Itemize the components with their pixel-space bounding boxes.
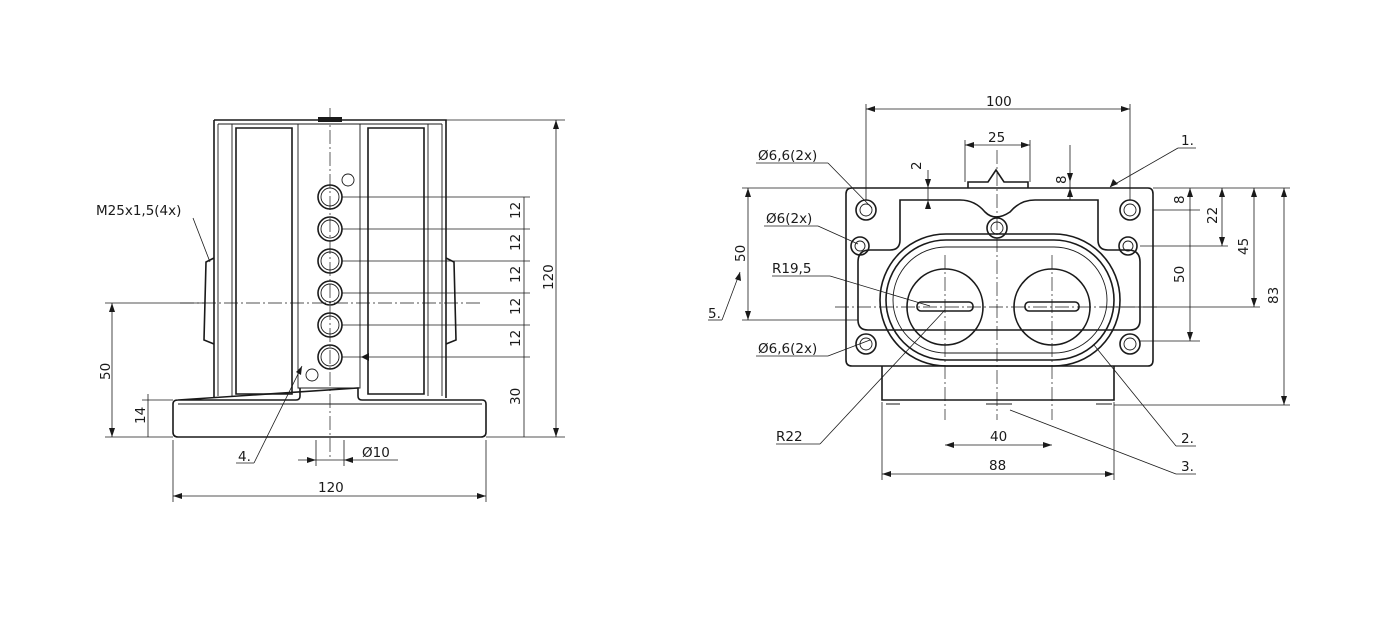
top-lug (967, 168, 1029, 188)
dim-right-83: 83 (1266, 287, 1282, 304)
dim-centers-40: 40 (990, 429, 1007, 445)
mounting-holes (850, 199, 1141, 355)
dim-lug-height: 8 (1054, 175, 1070, 184)
dim-lower-offset: 30 (508, 388, 524, 405)
side-arrows (109, 120, 559, 499)
dim-pitch-1: 12 (508, 202, 524, 219)
top-arrows (735, 106, 1287, 477)
dim-base-thickness: 14 (133, 407, 149, 424)
dim-hole-mid: Ø6(2x) (766, 211, 812, 227)
dim-width-100: 100 (986, 94, 1012, 110)
dim-right-8: 8 (1172, 195, 1188, 204)
housing-edges (217, 123, 443, 396)
dim-width-120: 120 (318, 480, 344, 496)
side-view: M25x1,5(4x) 120 120 Ø10 50 14 12 12 12 1… (96, 108, 565, 502)
dim-pitch-3: 12 (508, 266, 524, 283)
dim-bore: Ø10 (362, 445, 390, 461)
housing-right-panel (367, 127, 425, 395)
callout-4: 4. (238, 449, 251, 465)
body-outline (845, 187, 1154, 367)
dim-right-50: 50 (1172, 266, 1188, 283)
dim-hole-lower: Ø6,6(2x) (758, 341, 817, 357)
dim-axis-height: 50 (98, 363, 114, 380)
oval-recess-mid (885, 239, 1115, 361)
dim-radius-inner: R19,5 (772, 261, 811, 277)
thread-callout: M25x1,5(4x) (96, 203, 181, 219)
dim-radius-outer: R22 (776, 429, 803, 445)
callout-3: 3. (1181, 459, 1194, 475)
dim-right-22: 22 (1205, 207, 1221, 224)
dim-hole-upper: Ø6,6(2x) (758, 148, 817, 164)
pitch-leaders (342, 119, 565, 438)
housing-left-panel (235, 127, 293, 395)
base-outline (881, 366, 1115, 401)
gland-right (445, 257, 457, 345)
inner-contour (857, 199, 1141, 331)
callout-2: 2. (1181, 431, 1194, 447)
callout-5: 5. (708, 306, 721, 322)
center-channel (297, 124, 361, 389)
callout-1: 1. (1181, 133, 1194, 149)
gland-left (203, 257, 215, 345)
top-dims (708, 104, 1290, 480)
dim-base-88: 88 (989, 458, 1006, 474)
oval-recess-outer (879, 233, 1121, 367)
dim-slot-width: 25 (988, 130, 1005, 146)
dim-vertical-50-left: 50 (733, 245, 749, 262)
dim-right-45: 45 (1236, 238, 1252, 255)
dim-slot-depth: 2 (909, 161, 925, 170)
dim-pitch-5: 12 (508, 330, 524, 347)
top-view: 100 25 2 8 Ø6,6(2x) Ø6(2x) R19,5 Ø6,6(2x… (708, 94, 1290, 480)
dim-pitch-2: 12 (508, 234, 524, 251)
oval-recess-inner (892, 246, 1108, 354)
base-plate (172, 387, 487, 438)
dim-pitch-4: 12 (508, 298, 524, 315)
left-dims (105, 217, 487, 502)
dim-height-120: 120 (541, 264, 557, 290)
